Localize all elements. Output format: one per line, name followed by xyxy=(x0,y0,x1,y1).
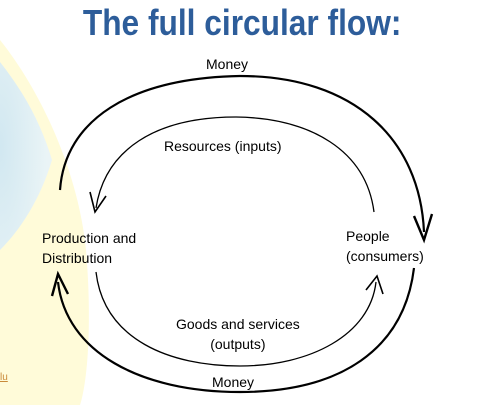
producer-node: Production and Distribution xyxy=(42,230,137,266)
backdrop-blue-shape xyxy=(0,62,52,250)
resources-arc xyxy=(95,116,375,213)
money-top-arrowhead xyxy=(412,213,434,244)
money-bottom-label: Money xyxy=(212,374,255,390)
money-bottom-arc xyxy=(56,267,416,394)
corner-link-text[interactable]: lu xyxy=(0,372,8,383)
money-top-arc xyxy=(58,74,426,233)
goods-arrowhead xyxy=(365,274,384,295)
slide-title: The full circular flow: xyxy=(82,2,402,43)
money-top-label: Money xyxy=(206,56,249,72)
resources-arrowhead xyxy=(89,191,107,214)
goods-label: Goods and services (outputs) xyxy=(176,316,300,352)
consumer-node: People (consumers) xyxy=(346,228,424,264)
resources-label: Resources (inputs) xyxy=(164,138,282,154)
goods-arc xyxy=(95,271,377,367)
money-bottom-arrowhead xyxy=(50,270,70,297)
